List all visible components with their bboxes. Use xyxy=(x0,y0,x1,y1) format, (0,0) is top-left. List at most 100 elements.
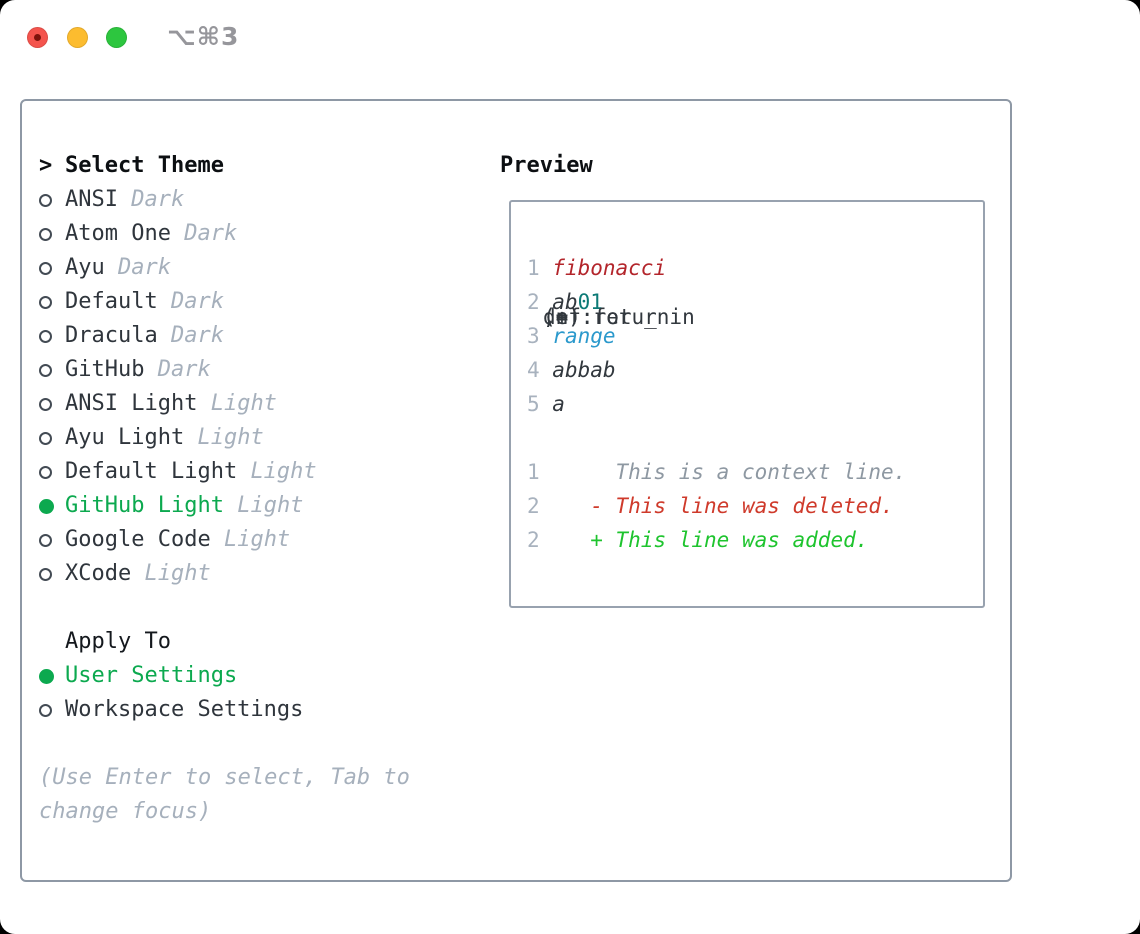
theme-option-github[interactable]: GitHub Dark xyxy=(39,353,410,387)
code-segment: + This line was added. xyxy=(552,528,869,552)
code-line xyxy=(527,421,906,455)
radio-icon xyxy=(39,465,65,479)
apply-to-title: Apply To xyxy=(65,629,171,654)
theme-option-default-light[interactable]: Default Light Light xyxy=(39,455,410,489)
theme-option-label: GitHub Dark xyxy=(65,353,211,387)
theme-option-label: GitHub Light Light xyxy=(65,489,303,523)
theme-option-label: ANSI Dark xyxy=(65,183,184,217)
theme-variant-tag: Dark xyxy=(170,289,224,314)
code-segment: , xyxy=(543,305,569,329)
theme-name: Ayu Light xyxy=(65,425,185,450)
code-segment: b xyxy=(602,358,616,382)
code-segment: for _ in xyxy=(543,305,708,329)
theme-option-ansi[interactable]: ANSI Dark xyxy=(39,183,410,217)
code-segment: a xyxy=(590,358,603,382)
code-segment: , xyxy=(543,305,569,329)
line-number: 2 xyxy=(527,494,553,518)
code-segment: fibonacci xyxy=(552,256,667,280)
code-segment: a xyxy=(552,290,565,314)
line-number: 3 xyxy=(527,324,553,348)
minimize-button[interactable] xyxy=(67,27,88,48)
code-line: 2 - This line was deleted. xyxy=(527,489,906,523)
theme-option-label: Dracula Dark xyxy=(65,319,224,353)
radio-icon xyxy=(39,363,65,377)
theme-name: GitHub xyxy=(65,357,145,382)
code-segment: def xyxy=(543,305,594,329)
code-segment: range xyxy=(552,324,616,348)
theme-name: XCode xyxy=(65,561,132,586)
code-segment: , xyxy=(543,305,569,329)
apply-option-user-settings[interactable]: User Settings xyxy=(39,659,410,693)
radio-icon xyxy=(39,703,65,717)
code-segment: = xyxy=(543,305,581,329)
theme-option-google-code[interactable]: Google Code Light xyxy=(39,523,410,557)
code-line: 2 + This line was added. xyxy=(527,523,906,557)
radio-icon xyxy=(39,431,65,445)
theme-variant-tag: Light xyxy=(223,527,291,552)
code-segment: , xyxy=(543,305,569,329)
theme-variant-tag: Light xyxy=(144,561,211,586)
line-number: 2 xyxy=(527,528,553,552)
theme-option-dracula[interactable]: Dracula Dark xyxy=(39,319,410,353)
radio-icon xyxy=(39,227,65,241)
code-segment: a xyxy=(552,358,565,382)
theme-option-github-light[interactable]: GitHub Light Light xyxy=(39,489,410,523)
code-segment: 1 xyxy=(590,290,603,314)
code-segment: b xyxy=(564,358,578,382)
theme-name: Default Light xyxy=(65,459,238,484)
code-line: 1 This is a context line. xyxy=(527,455,906,489)
apply-to-header: Apply To xyxy=(39,625,410,659)
theme-option-ayu-light[interactable]: Ayu Light Light xyxy=(39,421,410,455)
select-theme-header: >Select Theme xyxy=(39,149,410,183)
theme-option-label: ANSI Light Light xyxy=(65,387,277,421)
theme-option-default[interactable]: Default Dark xyxy=(39,285,410,319)
code-line: 5 return a xyxy=(527,305,906,421)
theme-option-xcode[interactable]: XCode Light xyxy=(39,557,410,591)
code-line: 4 a, b = b, a + b xyxy=(527,305,906,387)
maximize-button[interactable] xyxy=(106,27,127,48)
theme-name: ANSI xyxy=(65,187,118,212)
code-segment: a xyxy=(552,392,565,416)
window-shortcut-label: ⌥⌘3 xyxy=(167,22,240,51)
radio-icon xyxy=(39,295,65,309)
theme-option-label: Default Dark xyxy=(65,285,224,319)
theme-name: GitHub Light xyxy=(65,493,224,518)
theme-option-label: Default Light Light xyxy=(65,455,317,489)
theme-name: Ayu xyxy=(65,255,105,280)
code-segment: - This line was deleted. xyxy=(552,494,894,518)
radio-icon xyxy=(39,193,65,207)
close-button[interactable] xyxy=(27,27,48,48)
radio-icon xyxy=(39,567,65,581)
theme-variant-tag: Dark xyxy=(157,357,211,382)
radio-selected-icon xyxy=(39,668,65,684)
theme-variant-tag: Dark xyxy=(131,187,185,212)
code-line: 2 a, b = 0, 1 xyxy=(527,285,906,329)
code-segment: (n): xyxy=(543,305,594,329)
apply-option-workspace-settings[interactable]: Workspace Settings xyxy=(39,693,410,727)
preview-title: Preview xyxy=(500,153,593,178)
theme-option-label: Google Code Light xyxy=(65,523,290,557)
theme-option-ayu[interactable]: Ayu Dark xyxy=(39,251,410,285)
theme-option-label: Ayu Light Light xyxy=(65,421,264,455)
theme-variant-tag: Light xyxy=(250,459,317,484)
theme-variant-tag: Light xyxy=(197,425,264,450)
radio-icon xyxy=(39,261,65,275)
help-text-line: change focus) xyxy=(39,799,212,824)
theme-option-label: Atom One Dark xyxy=(65,217,237,251)
theme-option-atom-one[interactable]: Atom One Dark xyxy=(39,217,410,251)
theme-option-ansi-light[interactable]: ANSI Light Light xyxy=(39,387,410,421)
code-line: 1 def fibonacci (n): xyxy=(527,251,906,329)
code-segment: + xyxy=(543,305,581,329)
theme-variant-tag: Dark xyxy=(184,221,238,246)
theme-name: Atom One xyxy=(65,221,171,246)
select-theme-title: Select Theme xyxy=(65,153,224,178)
code-segment: b xyxy=(564,290,578,314)
line-number: 1 xyxy=(527,460,553,484)
radio-icon xyxy=(39,533,65,547)
theme-variant-tag: Dark xyxy=(170,323,224,348)
apply-option-label: Workspace Settings xyxy=(65,697,304,722)
close-dot-icon xyxy=(34,34,41,41)
